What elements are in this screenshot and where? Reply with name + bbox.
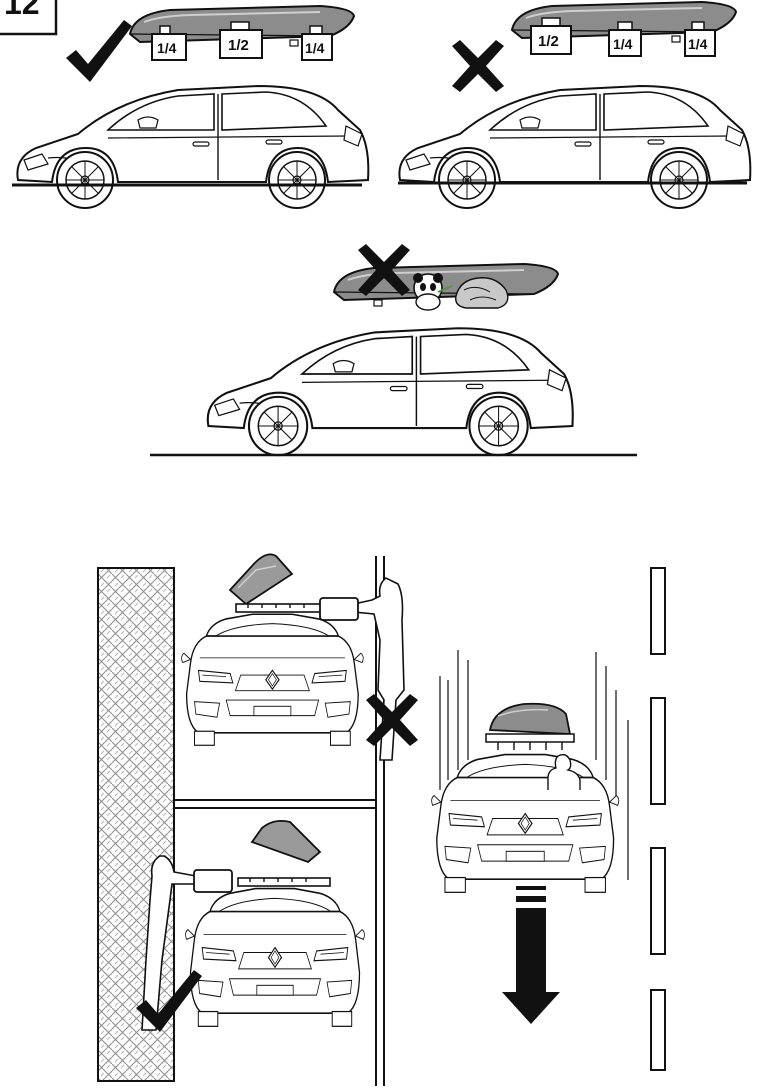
panel-correct-load: 1/4 1/2 1/4 [12, 6, 368, 208]
check-icon [66, 20, 132, 82]
roof-box [486, 704, 574, 750]
street-scene [98, 554, 665, 1086]
car-side-view [208, 328, 573, 455]
car-front-view [432, 755, 619, 893]
step-number: 12 [4, 0, 40, 21]
panel-wrong-load: 1/2 1/4 1/4 [398, 2, 750, 208]
step-number-badge: 12 [0, 0, 56, 34]
luggage-icon [320, 598, 358, 620]
car-side-view [17, 86, 368, 208]
weight-label: 1/4 [157, 40, 177, 56]
parked-car-traffic-side [182, 554, 418, 760]
building-wall [98, 568, 174, 1081]
car-front-view [186, 889, 365, 1027]
open-roof-box [230, 554, 326, 612]
lane-marking [651, 698, 665, 804]
open-roof-box [238, 821, 330, 886]
panel-overloaded [150, 244, 637, 455]
lane-marking [651, 848, 665, 954]
lane-marking [651, 990, 665, 1070]
luggage-icon [194, 870, 232, 892]
cross-icon [452, 40, 504, 92]
weight-label: 1/4 [305, 40, 325, 56]
weight-label: 1/4 [613, 36, 633, 52]
car-front-view [182, 614, 364, 745]
weight-label: 1/4 [688, 36, 708, 52]
car-side-view [399, 86, 750, 208]
weight-label: 1/2 [538, 33, 559, 50]
moving-car [432, 650, 628, 1024]
weight-label: 1/2 [228, 37, 249, 54]
down-arrow-icon [502, 886, 560, 1024]
lane-marking [651, 568, 665, 654]
